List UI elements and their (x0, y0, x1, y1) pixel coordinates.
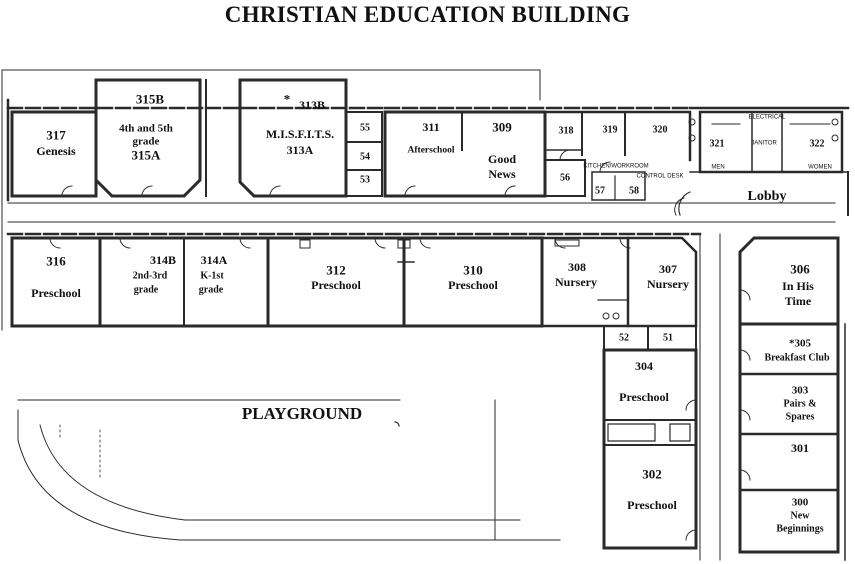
room-314a-number: 314A (200, 253, 228, 268)
room-313a-number: 313A (286, 143, 314, 158)
page-title: CHRISTIAN EDUCATION BUILDING (224, 2, 631, 27)
room-300-line2: Beginnings (776, 523, 824, 535)
room-322-number: 322 (809, 138, 825, 150)
room-313-name: M.I.S.F.I.T.S. (265, 127, 335, 142)
room-311-name: Afterschool (407, 145, 455, 156)
room-313b-number: 313B (298, 98, 326, 113)
room-315-line1: 4th and 5th (119, 122, 173, 135)
room-309-line2: News (488, 167, 516, 182)
room-307-name: Nursery (647, 277, 689, 292)
room-58-number: 58 (629, 185, 639, 197)
room-314a-line2: grade (198, 284, 224, 296)
room-309-number: 309 (492, 119, 512, 135)
room-305-name: Breakfast Club (764, 352, 830, 364)
room-302-name: Preschool (627, 498, 677, 513)
room-316-name: Preschool (31, 286, 81, 301)
room-304-number: 304 (635, 359, 653, 374)
room-311-number: 311 (422, 120, 440, 135)
playground-label: PLAYGROUND (241, 404, 363, 424)
women-label: WOMEN (808, 164, 832, 171)
room-303-line1: Pairs & (783, 398, 817, 410)
room-303-line2: Spares (785, 411, 815, 423)
room-56-number: 56 (560, 172, 570, 184)
room-57-number: 57 (595, 185, 605, 197)
room-319-number: 319 (602, 124, 618, 136)
room-306-line2: Time (784, 294, 812, 309)
room-317-number: 317 (46, 127, 66, 143)
room-306-line1: In His (782, 279, 814, 294)
room-300-line1: New (790, 510, 810, 522)
room-316-number: 316 (46, 253, 66, 269)
room-321-number: 321 (709, 138, 725, 150)
room-312-number: 312 (326, 262, 346, 278)
janitor-label: JANITOR (751, 140, 777, 147)
room-313-star: * (283, 91, 291, 107)
kitchen-workroom-label: KITCHEN/WORKROOM (583, 163, 649, 170)
lobby-label: Lobby (747, 188, 787, 204)
room-308-number: 308 (568, 260, 586, 275)
room-320-number: 320 (652, 124, 668, 136)
men-label: MEN (711, 164, 725, 171)
room-302-number: 302 (642, 466, 662, 482)
room-307-number: 307 (659, 262, 677, 277)
room-305-number: *305 (789, 337, 811, 350)
room-54-number: 54 (360, 151, 370, 163)
room-317-name: Genesis (36, 144, 76, 159)
room-314b-line2: grade (133, 284, 159, 296)
room-304-name: Preschool (619, 390, 669, 405)
room-315b-number: 315B (135, 91, 165, 107)
room-309-line1: Good (487, 152, 517, 167)
room-308-name: Nursery (555, 275, 597, 290)
room-318-number: 318 (558, 125, 574, 137)
room-314b-line1: 2nd-3rd (132, 270, 168, 282)
room-301-number: 301 (791, 441, 809, 456)
room-55-number: 55 (360, 122, 370, 134)
room-314a-line1: K-1st (200, 270, 224, 282)
room-310-name: Preschool (448, 278, 498, 293)
room-310-number: 310 (463, 262, 483, 278)
room-314b-number: 314B (149, 253, 177, 268)
room-315a-number: 315A (131, 147, 161, 163)
room-51-number: 51 (663, 332, 673, 344)
room-312-name: Preschool (311, 278, 361, 293)
room-52-number: 52 (619, 332, 629, 344)
room-303-number: 303 (791, 384, 809, 397)
room-315-line2: grade (132, 135, 160, 148)
room-53-number: 53 (360, 174, 370, 186)
control-desk-label: CONTROL DESK (636, 173, 684, 180)
electrical-label: ELECTRICAL (748, 114, 786, 121)
room-300-number: 300 (791, 496, 809, 509)
room-306-number: 306 (790, 261, 810, 277)
